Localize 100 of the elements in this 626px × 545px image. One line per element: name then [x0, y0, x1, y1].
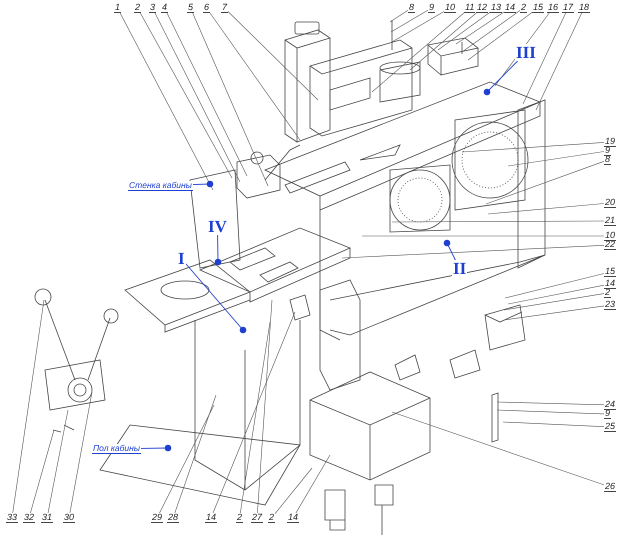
- callout-number: 30: [63, 513, 76, 523]
- part-label: Стенка кабины: [128, 181, 193, 190]
- callout-number: 10: [444, 3, 456, 13]
- callout-number: 11: [464, 3, 476, 13]
- callout-number: 13: [490, 3, 502, 13]
- leader-line: [392, 11, 444, 42]
- leader-line: [488, 203, 604, 214]
- leader-line: [392, 220, 604, 222]
- leader-line: [504, 273, 604, 298]
- leader-line: [257, 300, 272, 514]
- leader-line: [468, 12, 532, 60]
- leader-line: [174, 394, 216, 514]
- callout-number: 6: [203, 3, 210, 13]
- leader-line: [166, 12, 248, 176]
- leader-line: [496, 410, 604, 414]
- leader-line: [228, 11, 318, 100]
- leader-line: [296, 454, 330, 514]
- callout-number: 27: [251, 513, 264, 523]
- leader-line: [502, 422, 604, 427]
- leader-line: [274, 468, 312, 514]
- leader-line: [444, 240, 456, 260]
- callout-number: 5: [187, 3, 194, 13]
- leader-line: [210, 12, 300, 140]
- view-marker: I: [177, 250, 186, 267]
- leader-line: [192, 180, 214, 188]
- callout-number: 8: [604, 155, 612, 165]
- leader-line: [240, 322, 270, 514]
- callout-number: 7: [221, 3, 228, 13]
- callout-number: 2: [520, 3, 528, 13]
- leader-line: [192, 12, 268, 186]
- leader-line: [496, 402, 604, 406]
- callout-number: 10: [604, 231, 616, 241]
- leader-line: [484, 60, 518, 96]
- callout-number: 31: [41, 513, 54, 523]
- leader-line: [508, 284, 604, 304]
- callout-number: 16: [547, 3, 560, 13]
- leader-line: [486, 161, 604, 204]
- callout-number: 14: [287, 513, 300, 523]
- leader-line: [438, 12, 490, 50]
- callout-number: 32: [23, 513, 36, 523]
- callout-number: 1: [114, 3, 122, 13]
- callout-number: 4: [161, 3, 168, 13]
- leader-line: [120, 12, 214, 190]
- leader-line: [536, 12, 582, 110]
- leader-line: [342, 245, 604, 258]
- callout-number: 14: [205, 513, 218, 523]
- leader-line: [154, 12, 240, 182]
- callout-number: 2: [604, 288, 612, 298]
- callout-number: 33: [6, 513, 18, 523]
- leader-line: [456, 12, 504, 44]
- leader-line: [372, 12, 464, 92]
- callout-number: 2: [268, 513, 276, 523]
- leader-line: [390, 10, 428, 32]
- callout-number: 12: [476, 3, 488, 13]
- leader-line: [462, 142, 604, 152]
- leader-line: [390, 10, 408, 22]
- view-marker: IV: [207, 218, 228, 235]
- leader-line: [504, 293, 604, 310]
- callout-number: 19: [604, 137, 616, 147]
- leader-line: [30, 430, 54, 514]
- callout-number: 22: [604, 240, 616, 250]
- callout-number: 25: [604, 422, 616, 432]
- callout-number: 9: [428, 3, 436, 13]
- callout-number: 29: [151, 513, 164, 523]
- leader-line: [159, 404, 214, 514]
- leader-line: [462, 10, 520, 52]
- leader-line: [504, 306, 604, 320]
- callout-number: 24: [604, 400, 616, 410]
- callout-number: 9: [604, 409, 612, 419]
- callout-number: 15: [604, 267, 616, 277]
- leader-line: [522, 12, 566, 104]
- callout-number: 18: [578, 3, 590, 13]
- leader-line: [392, 412, 604, 486]
- callout-number: 15: [532, 3, 544, 13]
- view-marker: III: [515, 44, 537, 61]
- leader-line: [185, 263, 246, 334]
- leader-line: [140, 12, 232, 178]
- callout-number: 9: [604, 146, 612, 156]
- leader-line: [214, 234, 222, 266]
- leader-line: [48, 410, 68, 514]
- callout-number: 17: [562, 3, 574, 13]
- leader-line: [70, 392, 92, 514]
- part-label: Пол кабины: [92, 444, 142, 454]
- callout-number: 23: [604, 300, 616, 310]
- callout-number: 3: [149, 3, 156, 13]
- leader-line: [212, 312, 296, 514]
- callout-number: 20: [604, 198, 616, 208]
- callout-number: 14: [504, 3, 516, 13]
- callout-number: 2: [236, 513, 244, 523]
- callout-number: 28: [167, 513, 180, 523]
- leader-line: [410, 12, 476, 70]
- leader-line: [12, 300, 44, 514]
- callout-number: 21: [604, 216, 616, 226]
- leader-line: [508, 151, 604, 166]
- callout-number: 8: [408, 3, 416, 13]
- view-marker: II: [452, 260, 468, 277]
- leader-line: [140, 444, 172, 452]
- callout-number: 14: [604, 279, 616, 289]
- leader-line: [494, 12, 550, 86]
- callout-number: 26: [604, 482, 616, 492]
